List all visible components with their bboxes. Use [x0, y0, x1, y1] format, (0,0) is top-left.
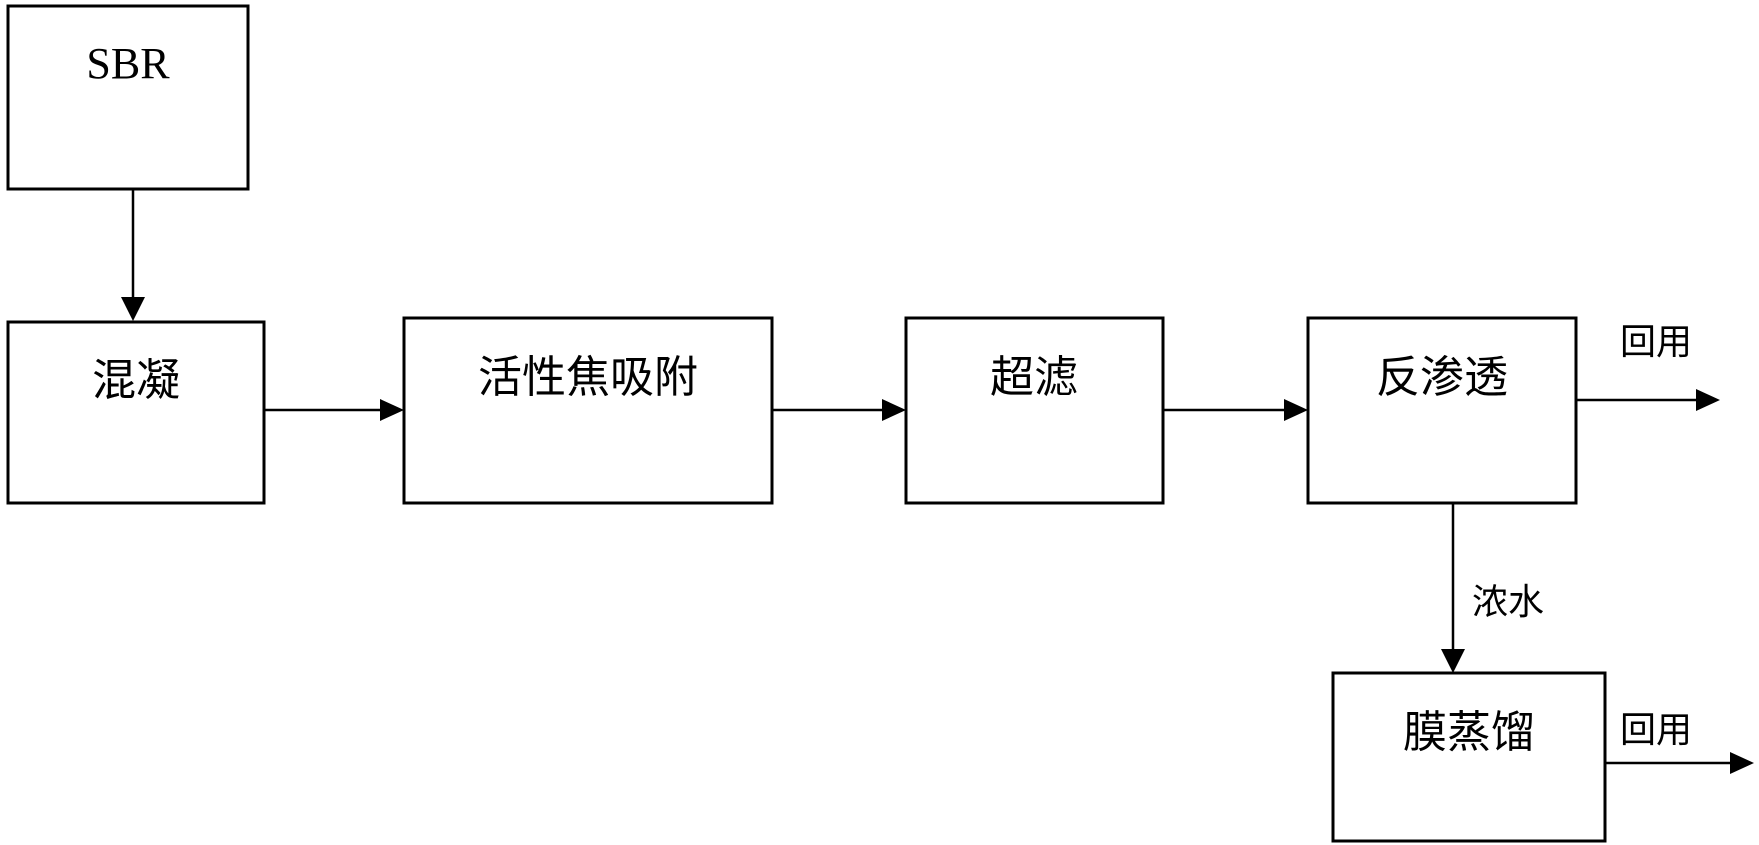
sbr-label: SBR [86, 39, 170, 88]
arrow-sbr-to-coagulation [121, 189, 145, 321]
arrow-ultrafiltration-to-reverse-osmosis [1163, 399, 1308, 421]
ultrafiltration-label: 超滤 [990, 353, 1078, 402]
sbr-box [6, 4, 250, 191]
membrane-distillation-label: 膜蒸馏 [1403, 708, 1535, 757]
coagulation-label: 混凝 [92, 356, 180, 405]
activated-coke-adsorption-box [402, 316, 774, 505]
arrow-membrane-distillation-to-reuse [1605, 752, 1754, 774]
reuse-label-md: 回用 [1620, 710, 1692, 750]
arrow-reverse-osmosis-to-membrane-distillation [1441, 503, 1465, 673]
arrow-reverse-osmosis-to-reuse [1576, 389, 1720, 411]
concentrate-label: 浓水 [1472, 582, 1544, 622]
reuse-label-ro: 回用 [1620, 322, 1692, 362]
ultrafiltration-box [904, 316, 1165, 505]
arrow-coagulation-to-activated-coke [264, 399, 404, 421]
membrane-distillation-box [1331, 671, 1607, 843]
reverse-osmosis-box [1306, 316, 1578, 505]
arrow-activated-coke-to-ultrafiltration [772, 399, 906, 421]
coagulation-box [6, 320, 266, 505]
reverse-osmosis-label: 反渗透 [1376, 353, 1508, 402]
activated-coke-adsorption-label: 活性焦吸附 [478, 353, 698, 402]
